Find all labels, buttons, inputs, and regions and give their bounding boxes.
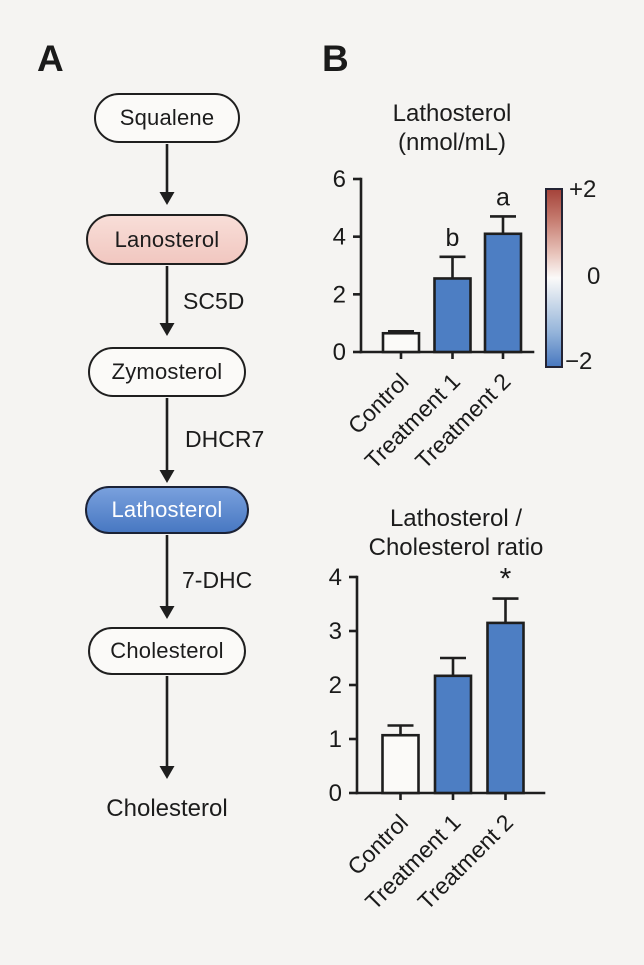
x-category-label: Treatment 1 <box>360 809 465 914</box>
colorbar-mid-label: 0 <box>587 263 601 290</box>
x-category-label: Treatment 2 <box>413 809 518 914</box>
node-zymosterol: Zymosterol <box>88 347 246 397</box>
significance-annotation: * <box>500 563 512 596</box>
y-tick-label: 3 <box>329 618 342 645</box>
bar-control <box>381 331 421 354</box>
x-category-label: Control <box>343 368 414 439</box>
bar-treatment-1 <box>433 674 473 795</box>
pathway-arrowhead-icon <box>159 766 175 779</box>
colorbar <box>545 188 563 368</box>
node-squalene: Squalene <box>94 93 240 143</box>
x-category-label: Control <box>342 809 413 880</box>
x-category-label: Treatment 2 <box>410 368 515 473</box>
enzyme-label-dhcr7: DHCR7 <box>185 426 265 452</box>
chart2-title-line2: Cholesterol ratio <box>368 534 544 561</box>
chart1-title-line1: Lathosterol <box>392 100 512 127</box>
significance-annotation: a <box>496 183 510 211</box>
bar-treatment-1 <box>433 277 472 354</box>
bar-control <box>381 733 420 795</box>
y-tick-label: 2 <box>333 281 346 308</box>
pathway-arrowhead-icon <box>159 606 175 619</box>
enzyme-label-7dhc: 7-DHC <box>182 567 253 593</box>
pathway-end-label: Cholesterol <box>106 795 228 822</box>
y-tick-label: 4 <box>329 564 342 591</box>
bar-treatment-2 <box>486 621 525 795</box>
pathway-arrowhead-icon <box>159 192 175 205</box>
colorbar-min-label: −2 <box>565 348 593 375</box>
colorbar-max-label: +2 <box>569 176 597 203</box>
y-tick-label: 6 <box>333 166 346 193</box>
y-tick-label: 4 <box>333 224 346 251</box>
node-cholesterol: Cholesterol <box>88 627 246 675</box>
chart2-title-line1: Lathosterol / <box>389 505 523 532</box>
x-category-label: Treatment 1 <box>360 368 465 473</box>
y-tick-label: 0 <box>333 339 346 366</box>
pathway-arrowhead-icon <box>159 323 175 336</box>
bar-treatment-2 <box>483 232 523 354</box>
y-tick-label: 0 <box>329 780 342 807</box>
panel-a-label: A <box>37 38 64 79</box>
chart1-title-line2: (nmol/mL) <box>397 129 506 156</box>
pathway-arrowhead-icon <box>159 470 175 483</box>
y-tick-label: 2 <box>329 672 342 699</box>
node-lathosterol: Lathosterol <box>85 486 249 534</box>
y-tick-label: 1 <box>329 726 342 753</box>
node-lanosterol: Lanosterol <box>86 214 248 265</box>
panel-b-label: B <box>322 38 349 79</box>
significance-annotation: b <box>446 224 460 252</box>
enzyme-label-sc5d: SC5D <box>183 288 245 314</box>
